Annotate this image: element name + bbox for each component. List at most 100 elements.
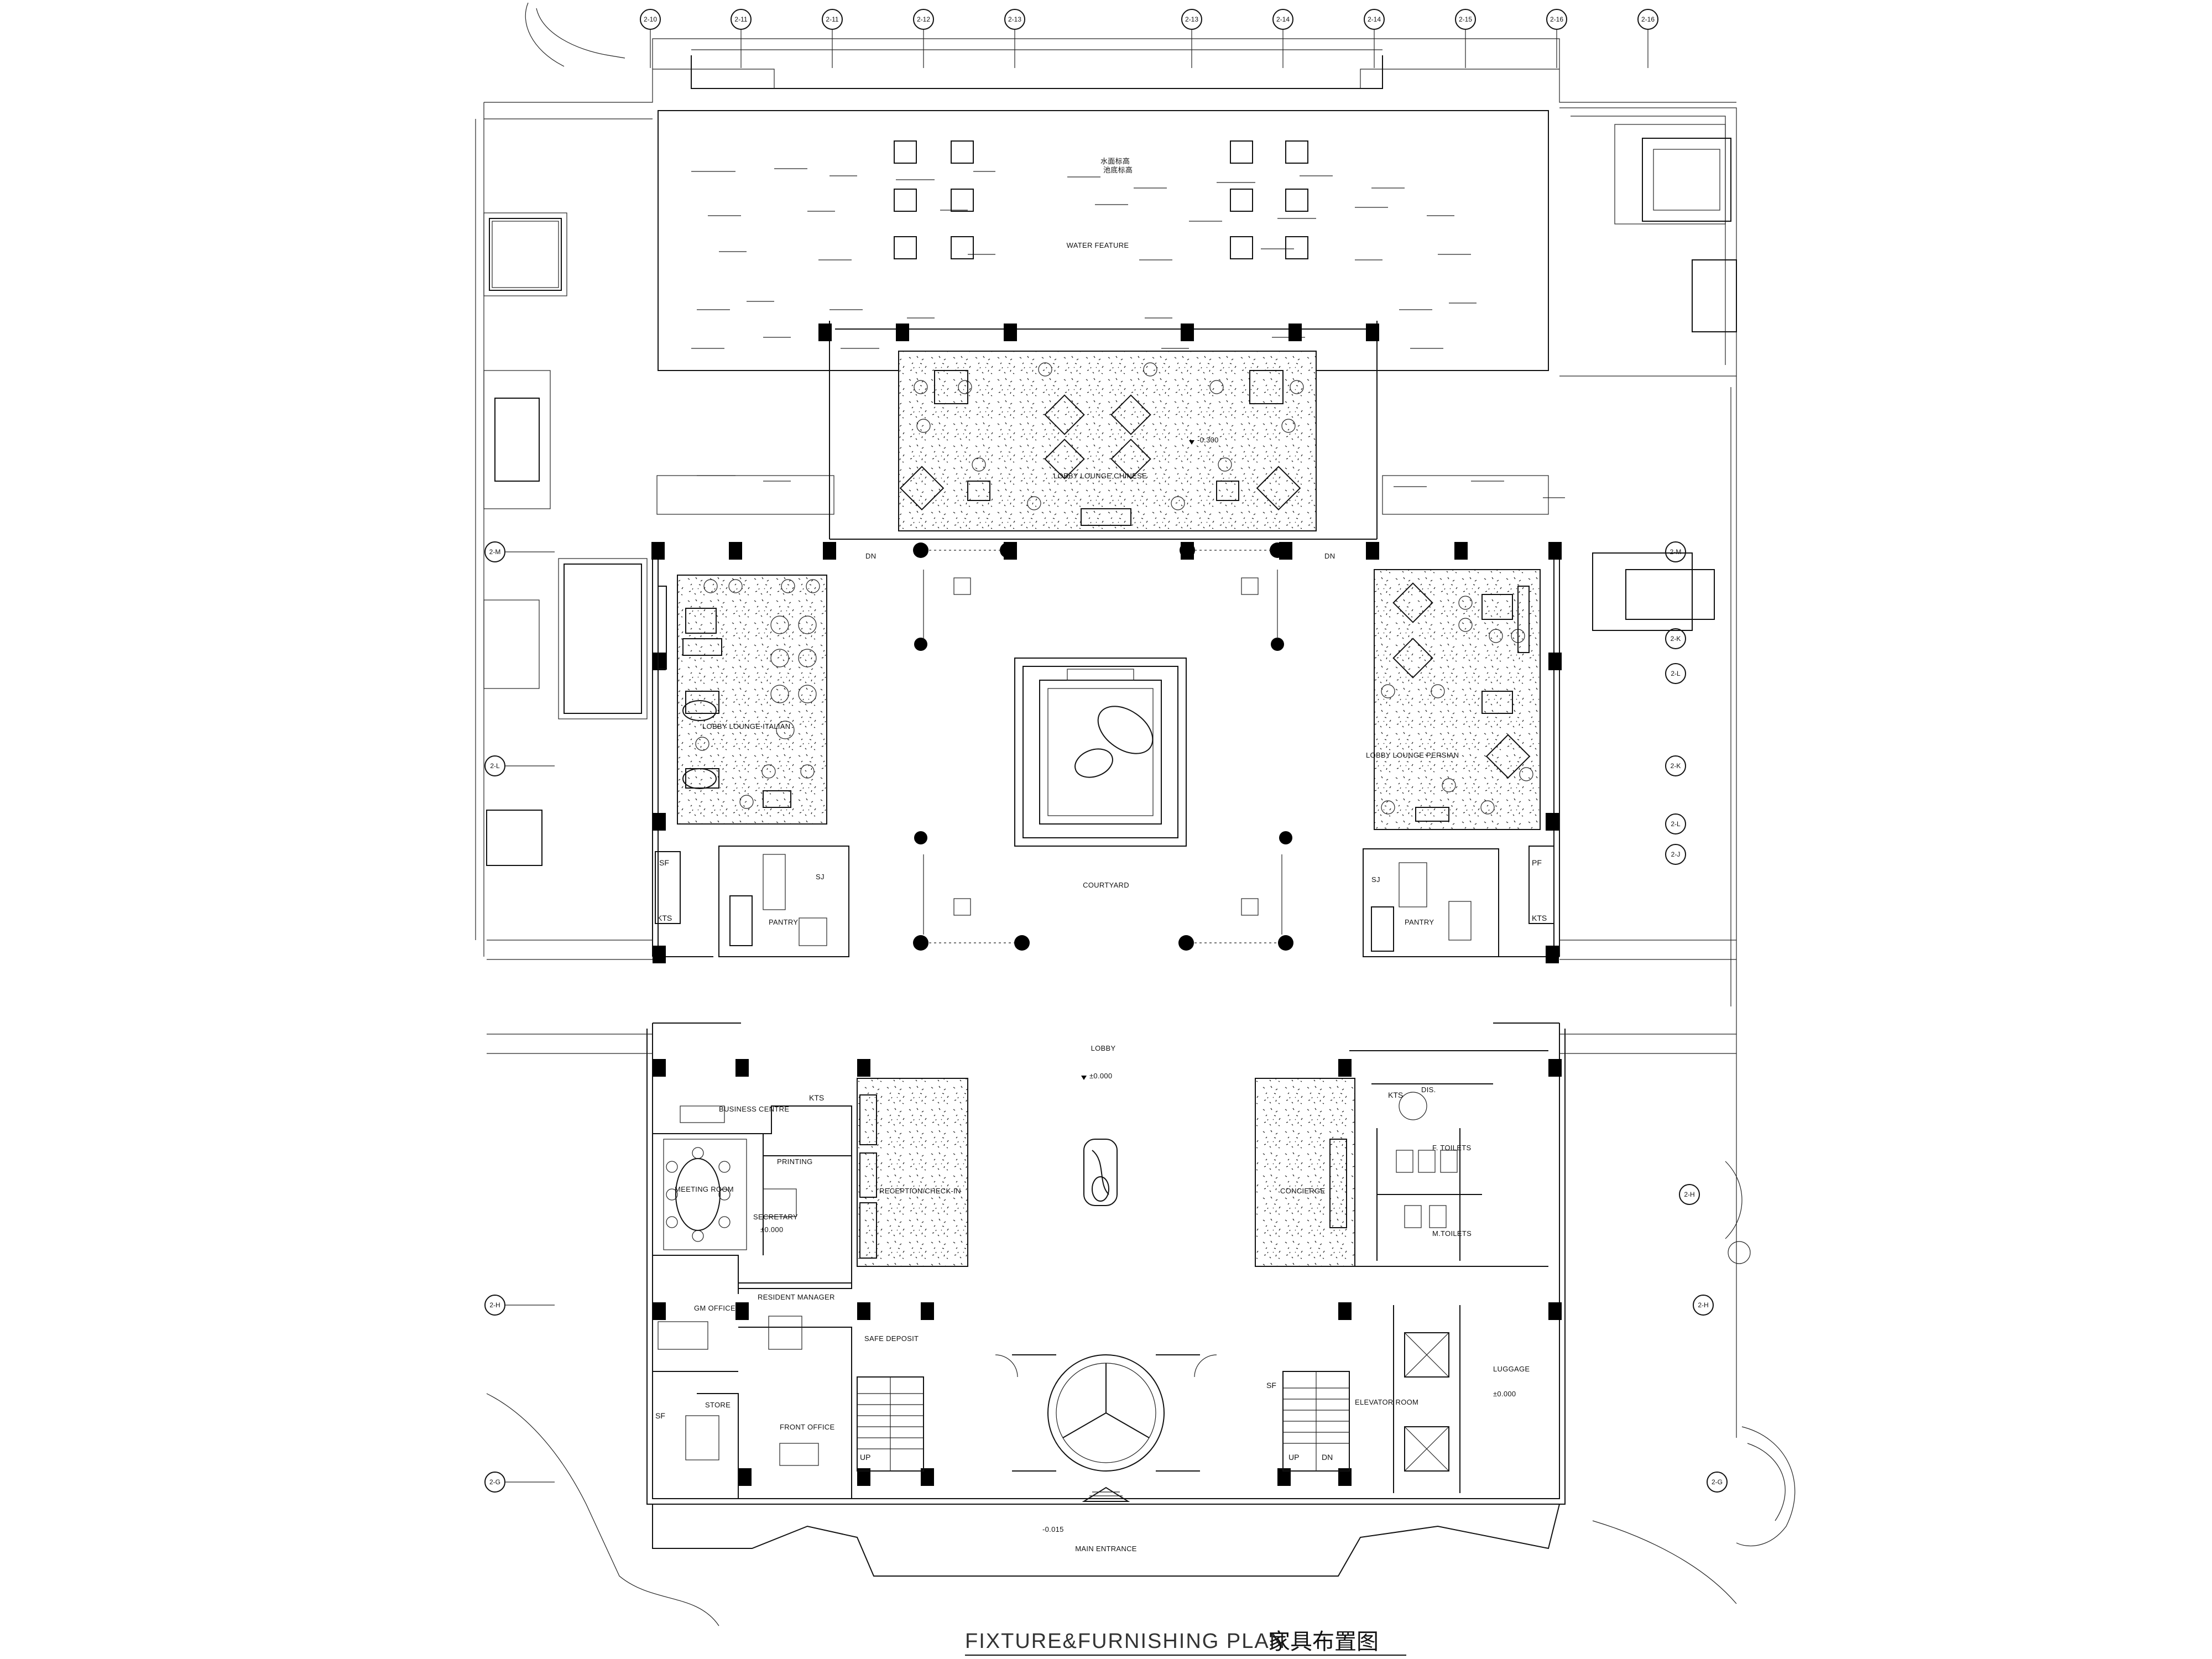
kts-right: KTS (1532, 914, 1547, 922)
lounge-italian-label: LOBBY LOUNGE ITALIAN (702, 722, 790, 731)
office-block: BUSINESS CENTRE PRINTING MEETING ROOM SE… (653, 1093, 919, 1499)
title-svg: FIXTURE&FURNISHING PLAN 家具布置图 (965, 1629, 1406, 1656)
grid-left-1: 2-M (489, 548, 501, 556)
concierge-label: CONCIERGE (1280, 1187, 1325, 1195)
courtyard-label: COURTYARD (1083, 881, 1129, 889)
site-boundary (475, 2, 1737, 1438)
front-office-label: FRONT OFFICE (780, 1423, 834, 1431)
grid-top-5: 2-13 (1008, 15, 1021, 23)
grid-right-2: 2-K (1671, 635, 1681, 643)
pantry-left: PANTRY SJ SF KTS (655, 846, 849, 957)
pantry-left-label: PANTRY (769, 918, 798, 926)
grid-right-7: 2-H (1684, 1191, 1694, 1198)
grid-left-2: 2-L (490, 762, 500, 770)
sf-left: SF (659, 858, 669, 867)
luggage-label: LUGGAGE (1493, 1365, 1530, 1373)
structural-columns (651, 324, 1562, 1486)
grid-bubbles-top: 2-10 2-11 2-11 2-12 2-13 2-13 2-14 2-14 … (640, 9, 1658, 68)
sj-marker-left: SJ (816, 873, 825, 881)
left-planters (483, 212, 648, 866)
stair-down-right: DN (1324, 552, 1335, 560)
grid-right-8: 2-H (1698, 1301, 1708, 1309)
dis-label: DIS. (1421, 1086, 1436, 1094)
main-entrance: -0.015 MAIN ENTRANCE (652, 1486, 1560, 1577)
secretary-level: ±0.000 (760, 1225, 783, 1234)
grid-top-3: 2-11 (826, 15, 838, 23)
grid-top-1: 2-10 (644, 15, 657, 23)
grid-bubbles-left: 2-M 2-L 2-H 2-G (484, 541, 555, 1493)
f-toilets-label: F. TOILETS (1432, 1144, 1471, 1152)
water-feature: 水面标高 池底标高 WATER FEATURE (656, 110, 1565, 515)
grid-right-9: 2-G (1712, 1478, 1723, 1486)
grid-right-1: 2-M (1670, 548, 1682, 556)
pantry-right-label: PANTRY (1405, 918, 1434, 926)
pantry-right: PANTRY SJ PF KTS (1363, 846, 1554, 957)
landscape-edges (486, 1161, 1796, 1626)
pool-bottom-level-note: 池底标高 (1103, 166, 1133, 174)
grid-top-4: 2-12 (917, 15, 930, 23)
drawing-title-en: FIXTURE&FURNISHING PLAN (965, 1630, 1286, 1653)
secretary-label: SECRETARY (753, 1213, 798, 1221)
service-block: DIS. F. TOILETS M.TOILETS ELEVATOR ROOM … (1349, 1050, 1548, 1493)
business-centre-label: BUSINESS CENTRE (719, 1105, 789, 1113)
drawing-title-cn: 家具布置图 (1268, 1629, 1379, 1655)
stair-down-left: DN (865, 552, 876, 560)
lobby: LOBBY ±0.000 (1081, 1044, 1118, 1206)
stairs-left: UP (857, 1376, 924, 1472)
sf-office: SF (655, 1411, 665, 1420)
reception: RECEPTION/CHECK-IN (857, 1078, 968, 1267)
grid-right-5: 2-L (1671, 820, 1681, 828)
grid-right-6: 2-J (1671, 851, 1681, 858)
grid-left-3: 2-H (489, 1301, 500, 1309)
stair-down: DN (1322, 1453, 1333, 1462)
grid-top-2: 2-11 (734, 15, 747, 23)
lounge-chinese-label: LOBBY LOUNGE CHINESE (1053, 472, 1147, 480)
lounge-persian-label: LOBBY LOUNGE PERSIAN (1366, 751, 1459, 759)
water-feature-label: WATER FEATURE (1067, 241, 1129, 249)
safe-deposit-label: SAFE DEPOSIT (864, 1334, 919, 1343)
gm-office-label: GM OFFICE (694, 1304, 735, 1312)
main-entrance-label: MAIN ENTRANCE (1075, 1545, 1137, 1553)
revolving-door (995, 1354, 1217, 1472)
meeting-room-label: MEETING ROOM (675, 1185, 734, 1193)
reception-label: RECEPTION/CHECK-IN (879, 1187, 961, 1195)
m-toilets-label: M.TOILETS (1432, 1229, 1472, 1238)
store-label: STORE (705, 1401, 731, 1409)
resident-manager-label: RESIDENT MANAGER (758, 1293, 835, 1301)
grid-bubbles-right: 2-M 2-K 2-L 2-K 2-L 2-J 2-H 2-H 2-G (1665, 541, 1728, 1493)
elevator-room-label: ELEVATOR ROOM (1355, 1398, 1418, 1406)
sf-lobby: SF (1266, 1381, 1276, 1390)
grid-right-4: 2-K (1671, 762, 1681, 770)
pf-right: PF (1532, 858, 1542, 867)
grid-top-9: 2-15 (1459, 15, 1472, 23)
grid-top-8: 2-14 (1368, 15, 1381, 23)
kts-left: KTS (657, 914, 672, 922)
luggage-level: ±0.000 (1493, 1390, 1516, 1398)
courtyard: COURTYARD DN DN (865, 550, 1335, 943)
lobby-level: ±0.000 (1089, 1072, 1112, 1080)
drawing-title-block: FIXTURE&FURNISHING PLAN 家具布置图 (965, 1625, 1418, 1658)
concierge: CONCIERGE (1255, 1078, 1355, 1267)
lobby-lounge-persian: LOBBY LOUNGE PERSIAN (1366, 569, 1541, 830)
kts-office: KTS (809, 1093, 824, 1102)
lobby-label: LOBBY (1091, 1044, 1116, 1052)
grid-top-10: 2-16 (1550, 15, 1563, 23)
grid-top-11: 2-16 (1641, 15, 1655, 23)
stairs-right: UP DN SF (1266, 1371, 1350, 1472)
lobby-lounge-italian: LOBBY LOUNGE ITALIAN (658, 575, 827, 825)
stair-up-left: UP (860, 1453, 870, 1462)
water-level-note: 水面标高 (1100, 157, 1130, 165)
lounge-level: -0.300 (1197, 436, 1219, 444)
grid-right-3: 2-L (1671, 670, 1681, 677)
grid-left-4: 2-G (489, 1478, 500, 1486)
entrance-level: -0.015 (1042, 1525, 1064, 1533)
printing-label: PRINTING (777, 1157, 813, 1166)
right-planters (1592, 124, 1737, 631)
lobby-lounge-chinese: LOBBY LOUNGE CHINESE -0.300 (898, 351, 1317, 531)
sj-marker-right: SJ (1371, 875, 1380, 884)
stair-up-right: UP (1288, 1453, 1299, 1462)
kts-toilet: KTS (1388, 1091, 1403, 1099)
grid-top-6: 2-13 (1185, 15, 1198, 23)
